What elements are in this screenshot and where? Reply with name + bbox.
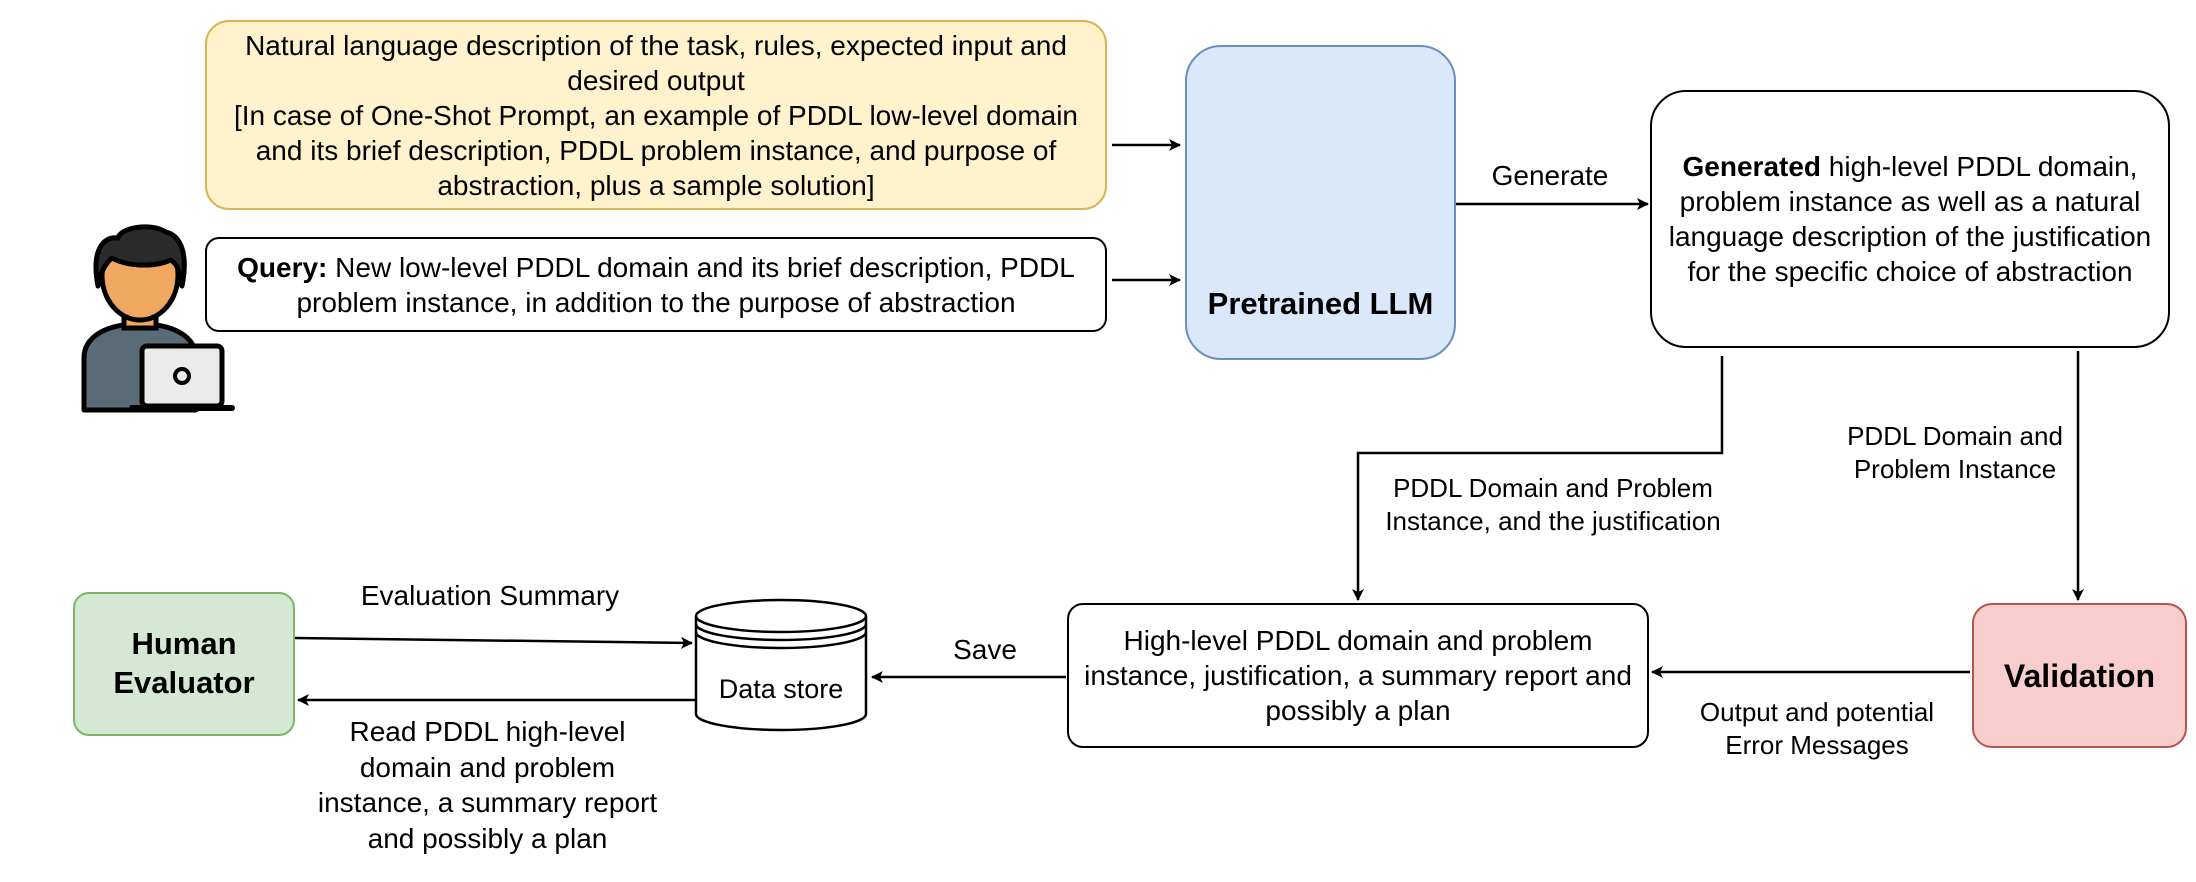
label-pddl-justification: PDDL Domain and Problem Instance, and th… — [1368, 472, 1738, 538]
highlevel-line-1: High-level PDDL domain and problem — [1123, 625, 1593, 656]
validation-label: Validation — [2003, 657, 2156, 694]
highlevel-node: High-level PDDL domain and problem insta… — [1067, 603, 1649, 748]
label-pddl-justification-line-2: Instance, and the justification — [1385, 506, 1721, 537]
query-line-1: Query: New low-level PDDL domain and its… — [237, 250, 1075, 285]
label-output-errors-line-2: Error Messages — [1725, 730, 1909, 761]
highlevel-line-2: instance, justification, a summary repor… — [1084, 660, 1632, 691]
label-generate: Generate — [1491, 160, 1609, 191]
label-pddl-justification-line-1: PDDL Domain and Problem — [1393, 473, 1713, 503]
label-read-pddl-line-4: and possibly a plan — [367, 822, 608, 854]
label-pddl-domain-line-1: PDDL Domain and — [1847, 421, 2063, 451]
prompt-line-3: [In case of One-Shot Prompt, an example … — [233, 99, 1079, 131]
evaluator-line-2: Evaluator — [113, 665, 255, 700]
datastore-cylinder — [694, 598, 868, 732]
query-bold: Query: — [237, 251, 328, 283]
prompt-node: Natural language description of the task… — [205, 20, 1107, 210]
generated-line-4: for the specific choice of abstraction — [1687, 256, 2133, 287]
user-laptop-icon — [81, 224, 235, 413]
query-node: Query: New low-level PDDL domain and its… — [205, 237, 1107, 332]
llm-node: Pretrained LLM — [1185, 45, 1456, 360]
evaluator-node: Human Evaluator — [73, 592, 295, 736]
query-rest: New low-level PDDL domain and its brief … — [327, 251, 1075, 283]
validation-node: Validation — [1972, 603, 2187, 748]
generated-rest: high-level PDDL domain, — [1821, 151, 2138, 182]
generated-line-2: problem instance as well as a natural — [1679, 186, 2141, 217]
edge-generated-to-highlevel — [1352, 356, 1724, 601]
datastore-label: Data store — [718, 674, 844, 704]
generated-line-1: Generated high-level PDDL domain, — [1683, 149, 2138, 184]
prompt-line-5: abstraction, plus a sample solution] — [437, 169, 875, 201]
label-read-pddl-line-1: Read PDDL high-level — [349, 716, 626, 747]
highlevel-line-3: possibly a plan — [1265, 695, 1451, 726]
label-read-pddl-line-3: instance, a summary report — [317, 787, 658, 819]
label-output-errors: Output and potential Error Messages — [1682, 696, 1952, 762]
prompt-line-4: and its brief description, PDDL problem … — [255, 134, 1057, 166]
llm-label: Pretrained LLM — [1207, 286, 1434, 322]
edge-evaluator-to-datastore — [294, 636, 693, 649]
evaluator-line-1: Human — [131, 626, 237, 662]
query-line-2: problem instance, in addition to the pur… — [296, 286, 1016, 318]
prompt-line-1: Natural language description of the task… — [245, 29, 1067, 61]
prompt-line-2: desired output — [567, 64, 745, 96]
label-read-pddl-line-2: domain and problem — [359, 751, 616, 783]
label-output-errors-line-1: Output and potential — [1699, 697, 1935, 727]
generated-bold: Generated — [1682, 151, 1822, 182]
label-eval-summary: Evaluation Summary — [360, 580, 620, 611]
label-read-pddl: Read PDDL high-level domain and problem … — [290, 714, 685, 856]
label-pddl-domain-line-2: Problem Instance — [1853, 454, 2057, 485]
generated-node: Generated high-level PDDL domain, proble… — [1650, 90, 2170, 348]
label-save: Save — [953, 634, 1017, 665]
label-pddl-domain: PDDL Domain and Problem Instance — [1820, 420, 2090, 486]
generated-line-3: language description of the justificatio… — [1668, 221, 2152, 252]
